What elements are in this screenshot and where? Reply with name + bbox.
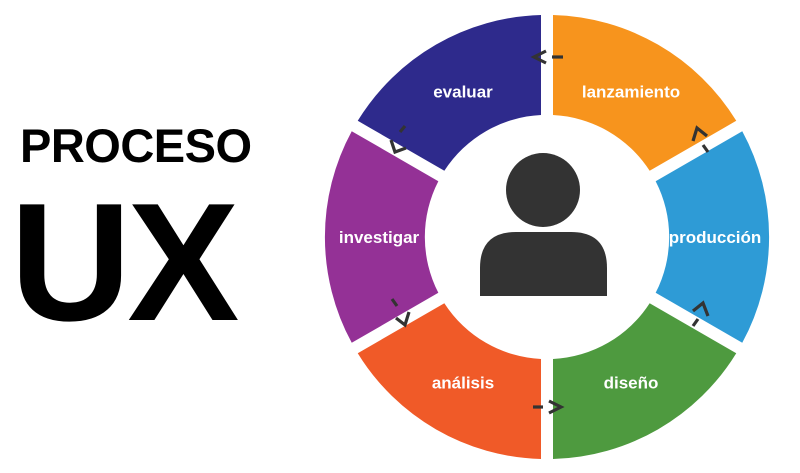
segment-shape-produccion bbox=[655, 131, 770, 343]
arrow-evaluar-to-investigar bbox=[389, 124, 407, 155]
segment-produccion: producción bbox=[655, 131, 770, 343]
segment-label-evaluar: evaluar bbox=[433, 83, 493, 102]
segment-label-diseno: diseño bbox=[604, 373, 659, 392]
segment-label-produccion: producción bbox=[669, 228, 762, 247]
segment-diseno: diseño bbox=[553, 303, 737, 459]
segment-evaluar: evaluar bbox=[357, 15, 541, 171]
segment-shape-analisis bbox=[357, 303, 541, 459]
segment-shape-evaluar bbox=[357, 15, 541, 171]
arrow-lanzamiento-to-evaluar bbox=[530, 49, 563, 65]
title-ux: UX bbox=[10, 168, 239, 356]
arrow-diseno-to-produccion bbox=[691, 300, 710, 327]
segment-shape-lanzamiento bbox=[553, 15, 737, 171]
arrow-produccion-to-lanzamiento bbox=[691, 125, 710, 153]
segment-lanzamiento: lanzamiento bbox=[553, 15, 737, 171]
segment-label-analisis: análisis bbox=[432, 373, 494, 392]
segment-label-lanzamiento: lanzamiento bbox=[582, 83, 680, 102]
segment-shape-investigar bbox=[324, 131, 439, 343]
title-proceso: PROCESO bbox=[20, 119, 252, 172]
segment-investigar: investigar bbox=[324, 131, 439, 343]
user-icon bbox=[480, 153, 607, 296]
segment-analisis: análisis bbox=[357, 303, 541, 459]
arrow-investigar-to-analisis bbox=[390, 298, 411, 328]
segment-label-investigar: investigar bbox=[339, 228, 420, 247]
segment-shape-diseno bbox=[553, 303, 737, 459]
arrow-analisis-to-diseno bbox=[533, 399, 565, 415]
